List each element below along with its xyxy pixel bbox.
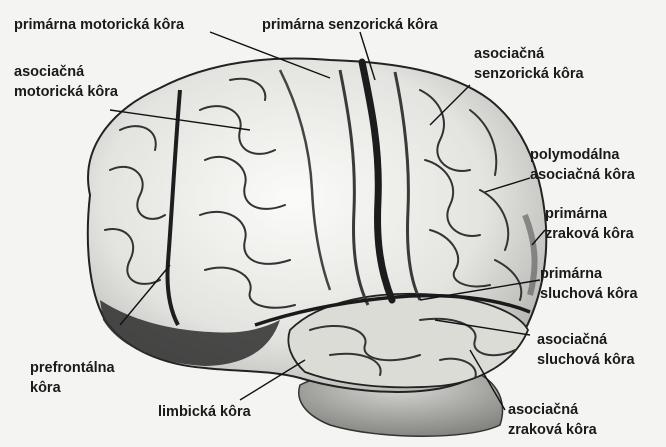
label-prefrontal-cortex: prefrontálna kôra (30, 358, 115, 398)
label-primary-visual-cortex: primárna zraková kôra (545, 204, 634, 244)
label-association-auditory-cortex: asociačná sluchová kôra (537, 330, 635, 370)
label-primary-sensory-cortex: primárna senzorická kôra (262, 15, 438, 35)
label-primary-auditory-cortex: primárna sluchová kôra (540, 264, 638, 304)
label-primary-motor-cortex: primárna motorická kôra (14, 15, 184, 35)
label-association-visual-cortex: asociačná zraková kôra (508, 400, 597, 440)
label-association-motor-cortex: asociačná motorická kôra (14, 62, 118, 102)
label-polymodal-association-cortex: polymodálna asociačná kôra (530, 145, 635, 185)
label-association-sensory-cortex: asociačná senzorická kôra (474, 44, 584, 84)
label-limbic-cortex: limbická kôra (158, 402, 251, 422)
